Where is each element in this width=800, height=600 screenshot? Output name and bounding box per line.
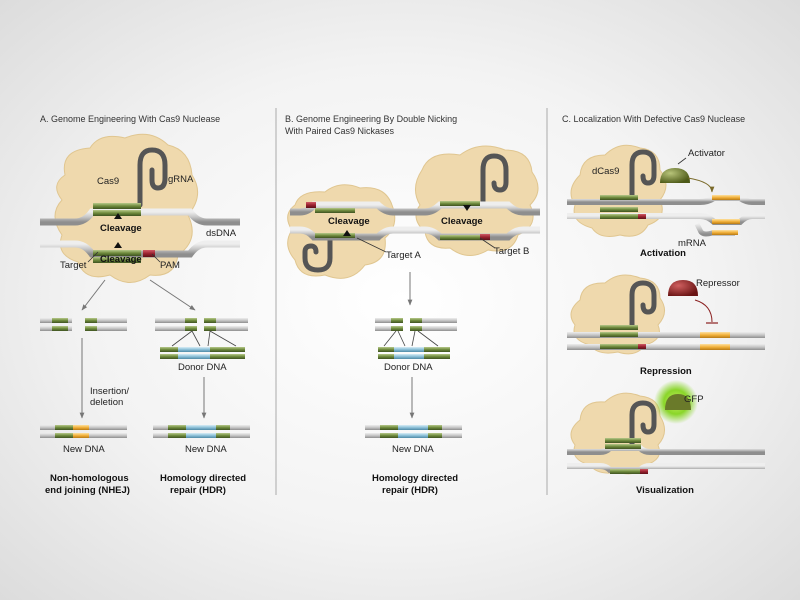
cleavage-label-b-left: Cleavage — [328, 216, 370, 227]
hdr-broken-dna — [155, 318, 248, 347]
insertion-label-2: deletion — [90, 397, 123, 408]
new-dna-label-b: New DNA — [392, 444, 434, 455]
donor-dna-b — [378, 347, 450, 359]
nhej-broken-dna — [40, 318, 127, 331]
nhej-new-dna — [40, 425, 127, 438]
panel-a: A. Genome Engineering With Cas9 Nuclease… — [40, 114, 250, 496]
dsdna-label: dsDNA — [206, 228, 237, 239]
hdr-caption-a-2: repair (HDR) — [170, 485, 226, 496]
activation-module — [567, 144, 765, 237]
new-dna-label-left: New DNA — [63, 444, 105, 455]
hdr-broken-dna-b — [375, 318, 457, 347]
panel-b-title-2: With Paired Cas9 Nickases — [285, 126, 395, 136]
grna-left — [302, 235, 333, 273]
nhej-caption-1: Non-homologous — [50, 473, 129, 484]
hdr-caption-a-1: Homology directed — [160, 473, 246, 484]
target-label: Target — [60, 260, 87, 271]
panel-c-title: C. Localization With Defective Cas9 Nucl… — [562, 114, 745, 124]
target-a-label: Target A — [386, 250, 422, 261]
repressor-protein — [668, 280, 698, 296]
target-b-label: Target B — [494, 246, 529, 257]
activator-label: Activator — [688, 148, 725, 159]
donor-dna-a — [160, 347, 245, 359]
cleavage-label-bottom: Cleavage — [100, 254, 142, 265]
hdr-new-dna-b — [365, 425, 462, 438]
new-dna-label-right: New DNA — [185, 444, 227, 455]
hdr-caption-b-1: Homology directed — [372, 473, 458, 484]
mrna-label: mRNA — [678, 238, 707, 249]
hdr-new-dna-a — [153, 425, 250, 438]
activator-protein — [660, 168, 690, 183]
insertion-label-1: Insertion/ — [90, 386, 129, 397]
cleavage-label-b-right: Cleavage — [441, 216, 483, 227]
panel-b: B. Genome Engineering By Double Nicking … — [285, 114, 540, 496]
pam-site — [143, 250, 155, 257]
repressor-label: Repressor — [696, 278, 740, 289]
donor-dna-label-b: Donor DNA — [384, 362, 433, 373]
activation-caption: Activation — [640, 248, 686, 259]
donor-dna-label-a: Donor DNA — [178, 362, 227, 373]
gfp-protein — [665, 394, 691, 410]
cleavage-label-top: Cleavage — [100, 223, 142, 234]
grna-loop — [137, 147, 168, 208]
panel-c: C. Localization With Defective Cas9 Nucl… — [562, 114, 765, 496]
gfp-label: GFP — [684, 394, 704, 405]
pam-label: PAM — [160, 260, 180, 271]
nhej-caption-2: end joining (NHEJ) — [45, 485, 130, 496]
repression-module — [567, 274, 765, 355]
cas9-label: Cas9 — [97, 176, 119, 187]
repression-caption: Repression — [640, 366, 692, 377]
visualization-caption: Visualization — [636, 485, 694, 496]
panel-a-title: A. Genome Engineering With Cas9 Nuclease — [40, 114, 220, 124]
grna-label: gRNA — [168, 174, 194, 185]
hdr-caption-b-2: repair (HDR) — [382, 485, 438, 496]
grna-right — [480, 153, 509, 205]
dcas9-label: dCas9 — [592, 166, 619, 177]
dsdna-a — [40, 203, 240, 263]
visualization-module — [567, 380, 765, 475]
panel-b-title-1: B. Genome Engineering By Double Nicking — [285, 114, 457, 124]
dsdna-b — [290, 201, 540, 241]
